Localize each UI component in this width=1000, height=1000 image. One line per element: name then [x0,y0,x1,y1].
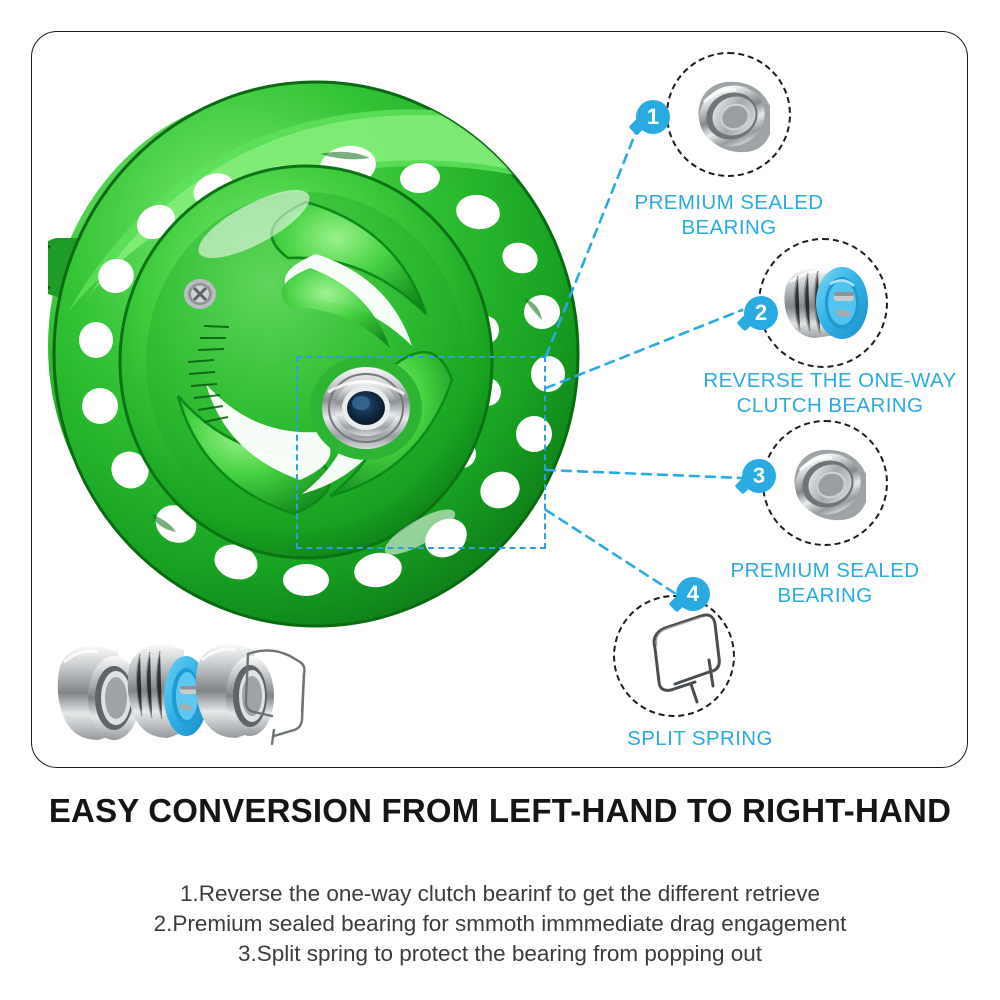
hub-selection-box [296,356,546,549]
bearing-a [57,645,140,740]
reel-screw [184,279,216,309]
split-spring-wire [244,649,306,746]
callout-3-badge[interactable]: 3 [742,459,776,493]
callout-3-label: PREMIUM SEALED BEARING [730,559,920,607]
bullet-3: 3.Split spring to protect the bearing fr… [237,941,763,966]
sealed-bearing-icon [794,449,866,521]
callout-2-badge[interactable]: 2 [744,296,778,330]
callout-4-badge[interactable]: 4 [676,577,710,611]
split-spring-icon [652,613,721,704]
center-hub-bearing [310,356,422,460]
feature-bullets: 1.Reverse the one-way clutch bearinf to … [0,879,1000,969]
fishing-reel-image [48,62,608,642]
bullet-2: 2.Premium sealed bearing for smmoth immm… [153,911,847,936]
one-way-clutch-bearing-icon [784,267,868,339]
exploded-parts-illustration [57,643,306,746]
callout-4-circle [613,595,735,717]
headline: EASY CONVERSION FROM LEFT-HAND TO RIGHT-… [48,792,952,829]
bullet-1: 1.Reverse the one-way clutch bearinf to … [180,881,820,906]
callout-4-label: SPLIT SPRING [627,727,773,750]
sealed-bearing-icon [698,81,770,153]
exploded-bearing-stack [52,630,322,760]
reel-illustration [48,80,580,628]
bearing-c [195,643,274,738]
callout-1-badge[interactable]: 1 [636,100,670,134]
callout-1-label: PREMIUM SEALED BEARING [634,191,824,239]
bearing-b-one-way-clutch [127,643,208,738]
callout-2-label: REVERSE THE ONE-WAY CLUTCH BEARING [703,369,957,417]
